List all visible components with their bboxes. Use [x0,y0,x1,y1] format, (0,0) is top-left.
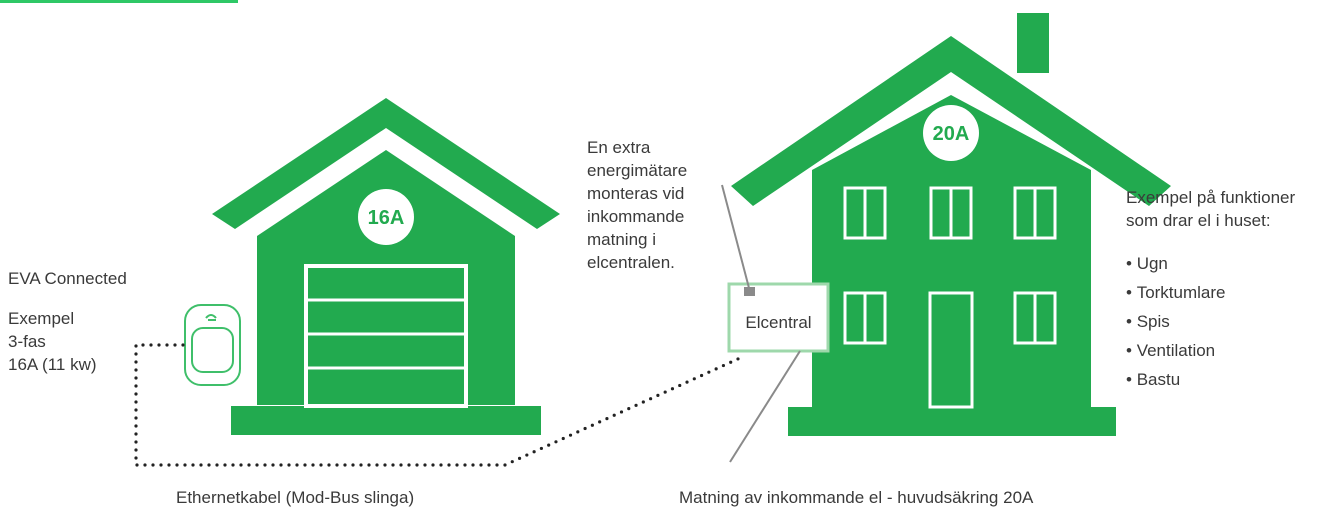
appliance-list: Ugn Torktumlare Spis Ventilation Bastu [1126,249,1226,394]
elcentral-panel [727,282,830,353]
charger-example: Exempel 3-fas 16A (11 kw) [8,307,97,376]
charger-example-line: 16A (11 kw) [8,355,97,374]
garage-base [231,406,541,435]
meter-note: En extra energimätare monteras vid inkom… [587,136,687,274]
charger-example-line: Exempel [8,309,75,328]
appliances-heading: Exempel på funktioner som drar el i huse… [1126,186,1295,232]
garage-roof [212,98,560,229]
appliance-item: Ventilation [1126,336,1226,365]
house-body [812,95,1091,407]
garage-door-icon [304,264,468,408]
appliances-heading-line: som drar el i huset: [1126,211,1271,230]
appliance-item: Ugn [1126,249,1226,278]
ev-charger-icon [184,304,241,386]
garage-fuse-label: 16A [368,207,405,229]
door-icon [928,291,974,409]
meter-note-line: inkommande [587,207,685,226]
house-fuse-badge [923,105,979,161]
garage-fuse-badge [358,189,414,245]
meter-note-line: elcentralen. [587,253,675,272]
supply-leader-line [729,350,801,463]
charger-title: EVA Connected [8,269,127,288]
house: 20A [731,13,1171,436]
window-icon [1013,291,1057,345]
meter-leader-line [721,184,750,289]
appliance-item: Torktumlare [1126,278,1226,307]
appliance-item: Bastu [1126,365,1226,394]
meter-note-line: monteras vid [587,184,685,203]
meter-note-line: matning i [587,230,656,249]
window-icon [929,186,973,240]
house-chimney [1017,13,1049,73]
elcentral-label: Elcentral [745,313,812,332]
house-base [788,407,1116,436]
meter-note-line: En extra [587,138,651,157]
window-icon [843,186,887,240]
appliance-item: Spis [1126,307,1226,336]
appliances-heading-line: Exempel på funktioner [1126,188,1296,207]
house-roof [731,36,1171,206]
supply-caption: Matning av inkommande el - huvudsäkring … [679,488,1034,507]
meter-note-line: energimätare [587,161,688,180]
energy-meter-icon [744,287,755,296]
top-accent-line [0,0,238,3]
window-icon [1013,186,1057,240]
ethernet-caption: Ethernetkabel (Mod-Bus slinga) [176,488,415,507]
garage-body [257,150,515,405]
charger-example-line: 3-fas [8,332,46,351]
garage: 16A [212,98,560,435]
window-icon [843,291,887,345]
ethernet-cable [134,343,742,467]
house-fuse-label: 20A [933,123,970,145]
